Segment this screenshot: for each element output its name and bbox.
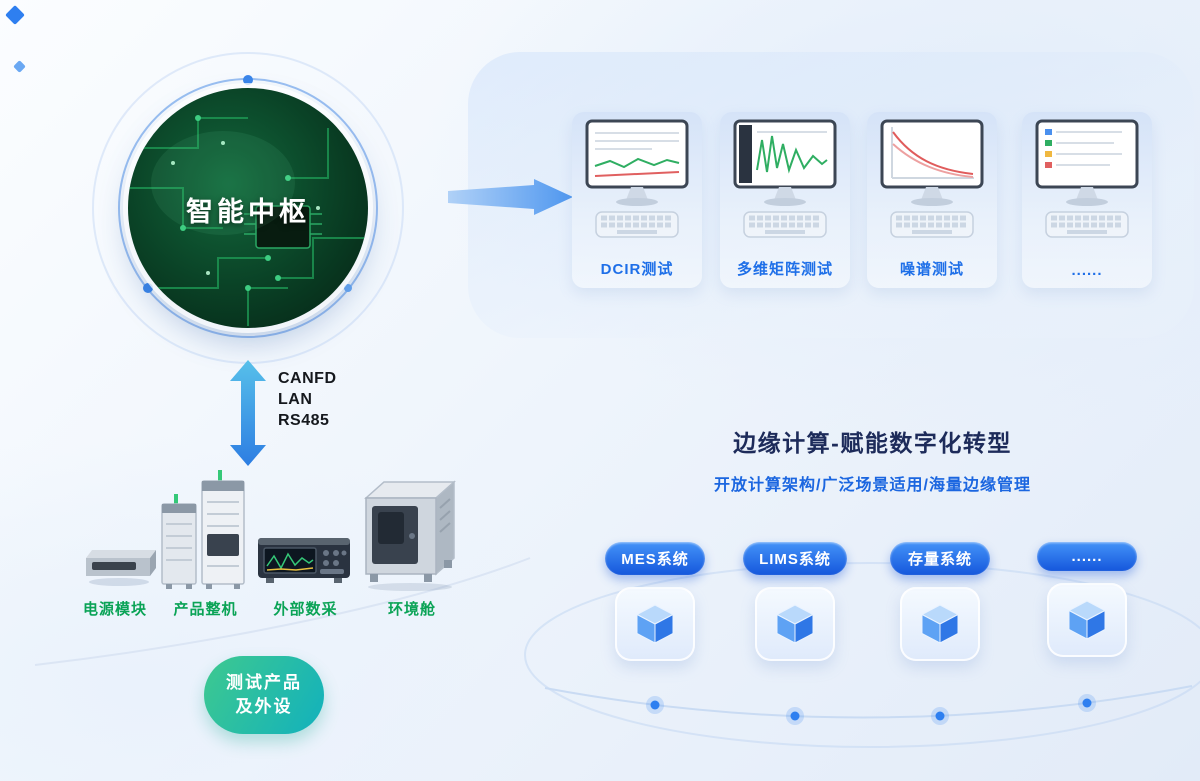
device-label-product-unit: 产品整机	[173, 601, 238, 618]
test-label: 噪谱测试	[899, 261, 964, 278]
test-label: ......	[1071, 262, 1103, 279]
intelligent-hub: 智能中枢	[108, 68, 388, 348]
system-pill: LIMS系统	[743, 542, 847, 575]
circuit-board-image	[128, 88, 368, 328]
bus-protocol-labels: CANFD LAN RS485	[278, 368, 337, 431]
monitor-icon	[880, 119, 984, 238]
edge-section-title: 边缘计算-赋能数字化转型	[733, 430, 1012, 456]
bus-label-canfd: CANFD	[278, 370, 337, 387]
arrow-right-icon	[448, 179, 573, 215]
test-station-card-more: ......	[1022, 112, 1152, 288]
cube-icon	[775, 604, 815, 644]
cube-icon	[1067, 600, 1107, 640]
device-group-label-line2: 及外设	[235, 697, 293, 716]
cube-icon	[920, 604, 960, 644]
device-label-external-daq: 外部数采	[273, 601, 338, 618]
device-group-label-line1: 测试产品	[226, 673, 302, 692]
system-pill: MES系统	[605, 542, 705, 575]
environmental-chamber-icon	[364, 480, 456, 591]
decor-diamond	[5, 5, 25, 25]
system-pill: ......	[1037, 542, 1137, 571]
bus-label-rs485: RS485	[278, 412, 330, 429]
power-module-icon	[86, 550, 156, 586]
arrow-up-down-icon	[230, 360, 266, 466]
data-acquisition-instrument-icon	[258, 538, 350, 583]
bus-label-lan: LAN	[278, 391, 313, 408]
system-column-more: ......	[1012, 542, 1162, 657]
system-column-lims: LIMS系统	[720, 542, 870, 661]
test-label: DCIR测试	[600, 261, 674, 278]
cube-panel	[900, 587, 980, 661]
monitor-icon	[585, 119, 689, 238]
edge-section-subtitle: 开放计算架构/广泛场景适用/海量边缘管理	[714, 477, 1031, 494]
cube-icon	[635, 604, 675, 644]
server-rack-icon	[161, 470, 245, 589]
monitor-icon	[1035, 119, 1139, 238]
test-station-card-dcir: DCIR测试	[572, 112, 702, 288]
system-pill: 存量系统	[890, 542, 990, 575]
cube-panel	[1047, 583, 1127, 657]
test-label: 多维矩阵测试	[736, 261, 833, 278]
test-station-card-noise: 噪谱测试	[867, 112, 997, 288]
device-group-pill: 测试产品 及外设	[204, 656, 324, 734]
cube-panel	[615, 587, 695, 661]
system-column-legacy: 存量系统	[865, 542, 1015, 661]
test-station-card-matrix: 多维矩阵测试	[720, 112, 850, 288]
monitor-icon	[733, 119, 837, 238]
device-label-power-module: 电源模块	[82, 601, 147, 618]
cube-panel	[755, 587, 835, 661]
hub-label: 智能中枢	[186, 197, 310, 227]
decor-diamond	[13, 60, 26, 73]
timeline-dots	[646, 694, 1096, 725]
system-column-mes: MES系统	[580, 542, 730, 661]
device-label-env-chamber: 环境舱	[387, 601, 436, 618]
